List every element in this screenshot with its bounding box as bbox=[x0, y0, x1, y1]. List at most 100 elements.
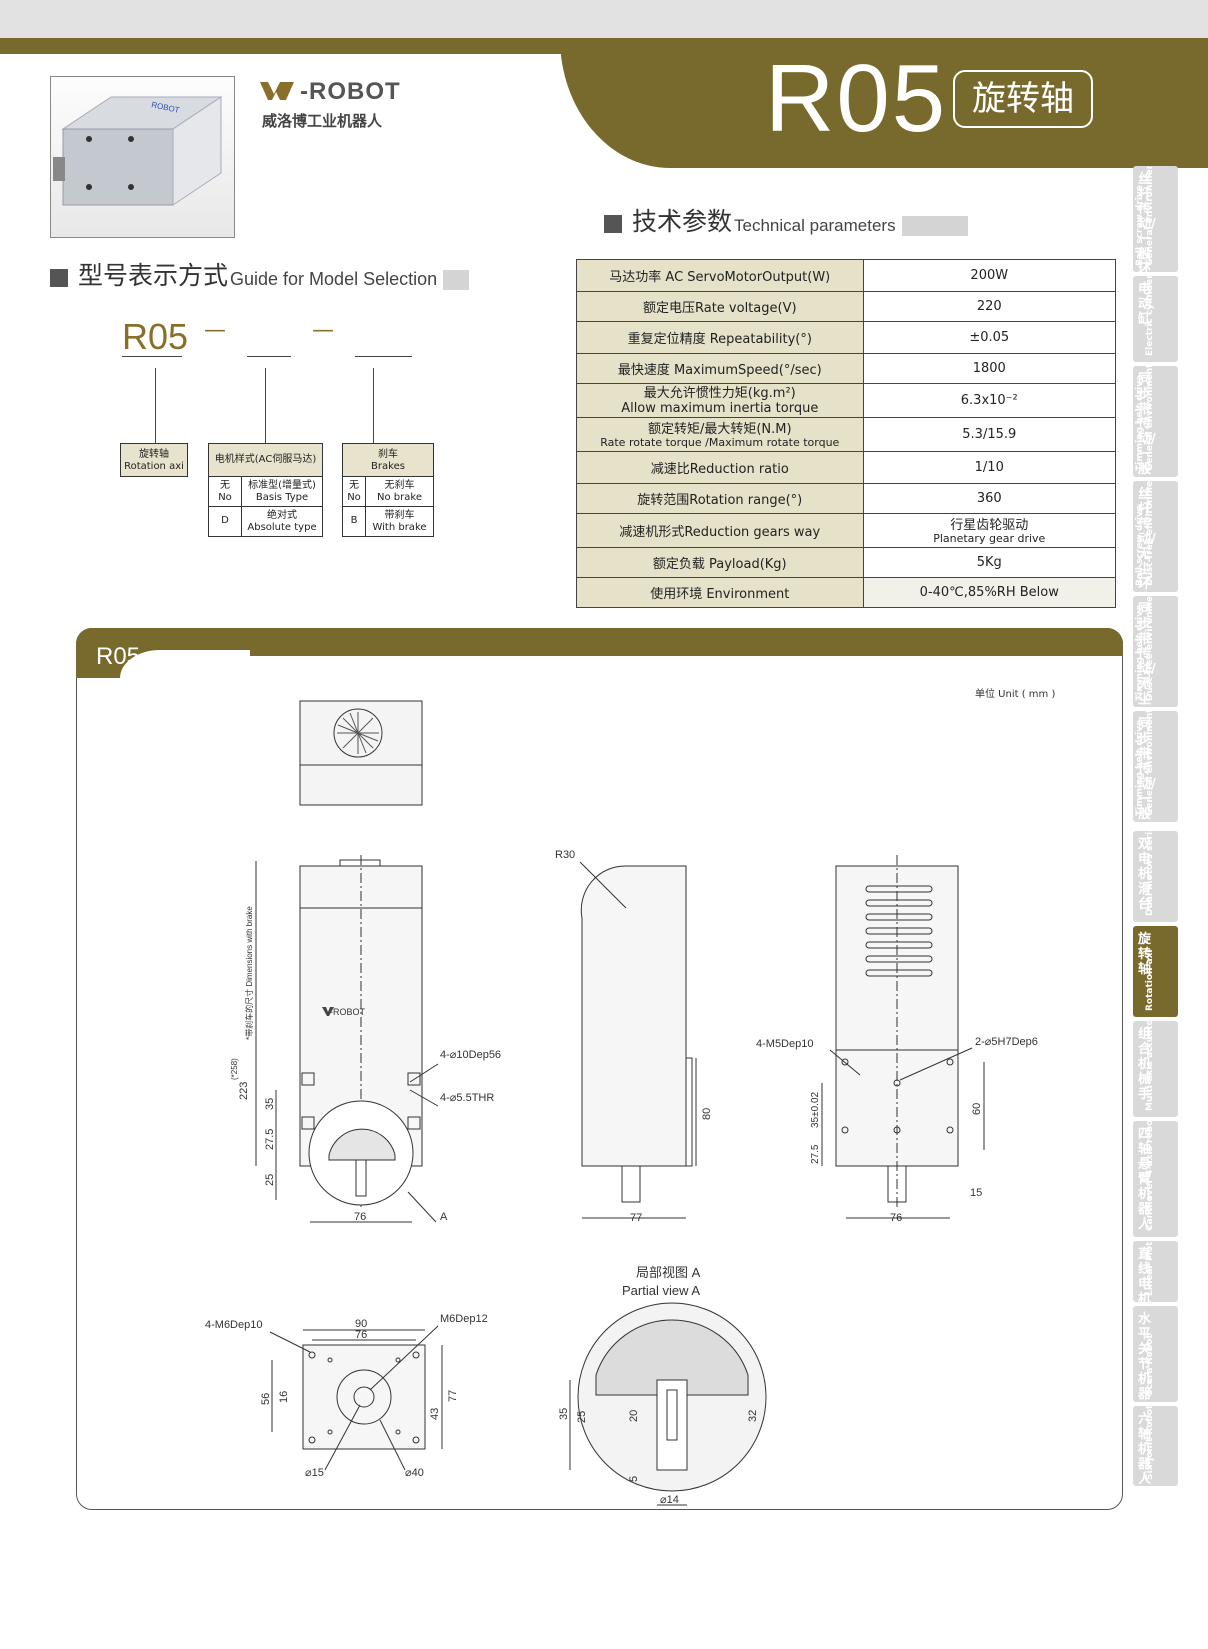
spec-key-text: 马达功率 AC ServoMotorOutput(W) bbox=[609, 270, 831, 285]
back-view-shaft bbox=[887, 1165, 907, 1203]
label-cn: 绝对式 bbox=[267, 510, 297, 521]
dim-p25: 25 bbox=[576, 1411, 588, 1423]
spec-row: 旋转范围Rotation range(°)360 bbox=[576, 483, 1117, 514]
label-en: Absolute type bbox=[247, 522, 317, 533]
dim-56: 56 bbox=[260, 1393, 272, 1405]
spec-value: ±0.05 bbox=[862, 321, 1117, 354]
brake-header-cn: 刹车 bbox=[378, 449, 398, 460]
vent-slots bbox=[865, 885, 933, 977]
code-cn: 无 bbox=[220, 480, 230, 491]
partial-view-shaft bbox=[656, 1379, 688, 1471]
sidenav-item[interactable]: 水平关节机器人Scara Robot bbox=[1133, 1306, 1178, 1402]
dim-p35: 35 bbox=[558, 1408, 570, 1420]
spec-value-text: 1/10 bbox=[974, 460, 1004, 475]
sidenav-item-cn: 电动缸 bbox=[1138, 282, 1152, 327]
spec-value-text: 200W bbox=[970, 268, 1009, 283]
spec-key: 最快速度 MaximumSpeed(°/sec) bbox=[576, 353, 864, 384]
sidenav-item[interactable]: 丝杆传动/无尘环境Ball screw drive Dust-free envi… bbox=[1133, 481, 1178, 592]
logo-subtitle: 威洛博工业机器人 bbox=[262, 112, 383, 130]
dim-43: 43 bbox=[429, 1408, 441, 1420]
spec-value-text: 行星齿轮驱动 bbox=[950, 517, 1029, 533]
sidenav-item[interactable]: 丝杆传动/一般环境Ball screw drive General enviro… bbox=[1133, 166, 1178, 272]
spec-key-text: 最快速度 MaximumSpeed(°/sec) bbox=[617, 363, 822, 378]
logo-mark-icon bbox=[260, 82, 294, 100]
sidenav-item[interactable]: 同步带传动/一般环境Timming belt drive General env… bbox=[1133, 711, 1178, 822]
top-view-fan-icon bbox=[333, 708, 383, 758]
spec-heading: 技术参数 Technical parameters bbox=[604, 202, 968, 238]
motor-option-label: 标准型(增量式)Basis Type bbox=[242, 477, 323, 507]
selection-code: R05 bbox=[122, 316, 189, 357]
fan-blades bbox=[337, 712, 379, 754]
sidenav-item[interactable]: 同步带传动/一般环境Timming belt drive General env… bbox=[1133, 366, 1178, 477]
spec-value: 220 bbox=[862, 291, 1117, 322]
sidenav-item-en: Multi-axis actuator bbox=[1145, 1021, 1155, 1111]
connector-3 bbox=[373, 368, 374, 443]
partial-view-title-cn: 局部视图 A bbox=[636, 1265, 701, 1280]
spec-key-text: 额定电压Rate voltage(V) bbox=[642, 301, 797, 316]
bottom-flange bbox=[336, 1369, 392, 1425]
spec-key: 重复定位精度 Repeatability(°) bbox=[576, 321, 864, 354]
dim-76a: 76 bbox=[354, 1211, 366, 1223]
unit-label: 单位 Unit ( mm ) bbox=[975, 689, 1056, 700]
drawing-panel-tab-curve bbox=[120, 650, 250, 678]
spec-row: 额定转矩/最大转矩(N.M)Rate rotate torque /Maximu… bbox=[576, 417, 1117, 452]
label-cn: 带刹车 bbox=[384, 510, 415, 521]
hole-icon bbox=[301, 1072, 315, 1086]
code-en: No bbox=[218, 492, 232, 503]
dim-27-5b: 27.5 bbox=[810, 1144, 821, 1164]
spec-value-subtext: Planetary gear drive bbox=[933, 531, 1046, 545]
sidenav-item-cn: 组合机械手 bbox=[1138, 1027, 1152, 1102]
spec-title-en: Technical parameters bbox=[734, 216, 896, 235]
front-view-cap bbox=[339, 859, 381, 867]
spec-key-text: 减速比Reduction ratio bbox=[650, 462, 789, 477]
dim-p20: 20 bbox=[628, 1410, 640, 1422]
spec-key-text: 最大允许惯性力矩(kg.m²) bbox=[643, 385, 796, 401]
spec-table: 马达功率 AC ServoMotorOutput(W) 200W 额定电压Rate … bbox=[576, 259, 1117, 608]
label-pin: 2-⌀5H7Dep6 bbox=[975, 1036, 1038, 1048]
model-title: R05 bbox=[765, 45, 948, 152]
side-view-plate bbox=[685, 1057, 693, 1167]
side-view-shaft bbox=[621, 1165, 641, 1203]
spec-value: 5.3/15.9 bbox=[862, 417, 1117, 452]
spec-key: 减速比Reduction ratio bbox=[576, 451, 864, 484]
spec-value-text: 1800 bbox=[972, 361, 1006, 376]
spec-key: 马达功率 AC ServoMotorOutput(W) bbox=[576, 259, 864, 292]
code-dash-2: — bbox=[312, 318, 334, 343]
hole-icon bbox=[407, 1116, 421, 1130]
leader-line bbox=[579, 861, 627, 909]
spec-value-text: 6.3x10⁻² bbox=[960, 393, 1018, 408]
label-en: Basis Type bbox=[255, 492, 309, 503]
logo-mark-icon bbox=[322, 1007, 334, 1016]
sidenav-item-cn: 丝杆传动/无尘环境 bbox=[1138, 487, 1156, 592]
dim-p5: 5 bbox=[628, 1476, 640, 1482]
brake-box-header: 刹车 Brakes bbox=[342, 443, 434, 477]
motor-option-code: D bbox=[208, 507, 242, 537]
spec-key-subtext: Rate rotate torque /Maximum rotate torqu… bbox=[600, 435, 840, 449]
front-view-logo: -ROBOT bbox=[330, 1007, 366, 1017]
pin-hole-icon bbox=[893, 1126, 901, 1134]
hole-icon bbox=[946, 1058, 954, 1066]
spec-value: 1800 bbox=[862, 353, 1117, 384]
sidenav-item[interactable]: 同步带传动/无尘环境Timming belt drive Dust-free e… bbox=[1133, 596, 1178, 707]
drawing-panel-title: R05 bbox=[96, 643, 141, 670]
spec-value: 0-40℃,85%RH Below bbox=[862, 577, 1117, 608]
spec-value-text: 360 bbox=[976, 491, 1002, 506]
dim-77b: 77 bbox=[447, 1390, 459, 1402]
pin-hole-icon bbox=[893, 1079, 901, 1087]
dim-90: 90 bbox=[355, 1318, 367, 1330]
spec-value: 1/10 bbox=[862, 451, 1117, 484]
leader-line bbox=[407, 1191, 437, 1223]
